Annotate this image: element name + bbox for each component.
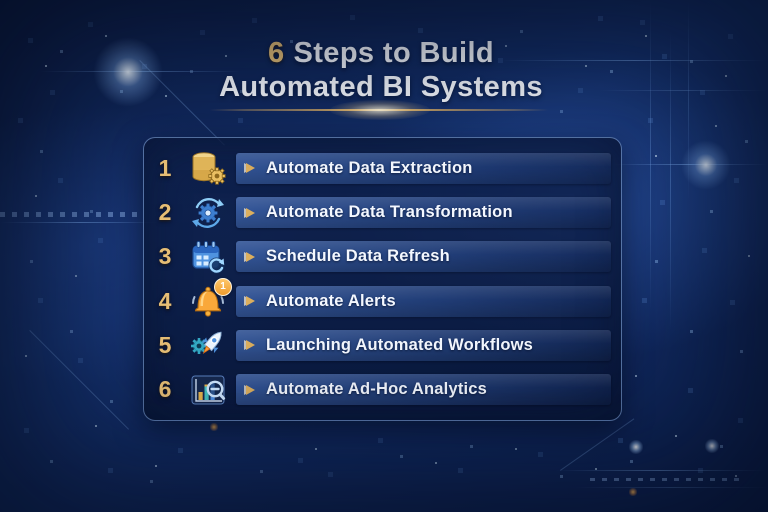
step-number: 4	[158, 287, 172, 314]
title-divider	[210, 109, 548, 111]
step-row-6: 6 Automate Ad-Hoc Analytics	[144, 370, 611, 410]
background-decoration	[0, 0, 3, 3]
steps-panel: 1	[143, 137, 622, 421]
step-row-5: 5	[144, 325, 611, 365]
step-label-strip: Automate Data Extraction	[236, 152, 611, 184]
lens-flare	[681, 140, 731, 190]
title-line-2: Automated BI Systems	[219, 71, 543, 103]
sync-gear-icon	[188, 193, 228, 233]
circuit-trace	[560, 418, 635, 471]
step-row-4: 4 1 Automate Alerts	[144, 278, 611, 321]
step-number: 1	[158, 154, 172, 181]
step-label: Schedule Data Refresh	[266, 247, 450, 266]
bullet-arrow-icon	[246, 340, 255, 351]
circuit-line	[555, 470, 765, 471]
bullet-arrow-icon	[246, 384, 255, 395]
title-step-count: 6	[267, 37, 285, 69]
circuit-trace	[29, 330, 129, 430]
step-row-2: 2	[144, 193, 611, 233]
rocket-gear-icon	[188, 325, 228, 365]
step-label: Automate Data Extraction	[266, 158, 473, 177]
circuit-line	[610, 164, 768, 165]
circuit-dashes	[0, 212, 140, 217]
step-number: 2	[158, 199, 172, 226]
circuit-dashes	[590, 478, 740, 481]
bullet-arrow-icon	[246, 296, 255, 307]
bullet-arrow-icon	[246, 163, 255, 174]
step-label: Automate Alerts	[266, 291, 396, 310]
step-label-strip: Automate Ad-Hoc Analytics	[236, 374, 611, 406]
step-number: 6	[158, 376, 172, 403]
circuit-node-glow	[629, 440, 643, 454]
amber-dot	[629, 488, 637, 496]
bell-notification-icon: 1	[188, 278, 232, 321]
database-gear-icon	[188, 148, 228, 188]
amber-dot	[210, 423, 218, 431]
background-decoration	[0, 0, 2, 2]
background-decoration	[0, 0, 5, 5]
chart-magnifier-icon	[188, 370, 228, 410]
step-row-3: 3 Schedu	[144, 237, 611, 277]
step-number: 5	[158, 331, 172, 358]
step-number: 3	[158, 243, 172, 270]
step-label-strip: Automate Data Transformation	[236, 197, 611, 229]
title-text-1: Steps to Build	[293, 37, 495, 69]
notification-badge: 1	[214, 278, 232, 297]
step-label: Automate Ad-Hoc Analytics	[266, 380, 488, 399]
bullet-arrow-icon	[246, 251, 255, 262]
step-label: Automate Data Transformation	[266, 203, 513, 222]
step-label: Launching Automated Workflows	[266, 335, 534, 354]
step-label-strip: Schedule Data Refresh	[236, 241, 611, 273]
step-row-1: 1	[144, 148, 611, 188]
circuit-line	[0, 222, 160, 223]
circuit-node-glow	[705, 439, 719, 453]
step-label-strip: Launching Automated Workflows	[236, 329, 611, 361]
step-label-strip: Automate Alerts	[236, 285, 611, 317]
circuit-line	[575, 487, 768, 488]
calendar-refresh-icon	[188, 237, 228, 277]
bullet-arrow-icon	[246, 207, 255, 218]
